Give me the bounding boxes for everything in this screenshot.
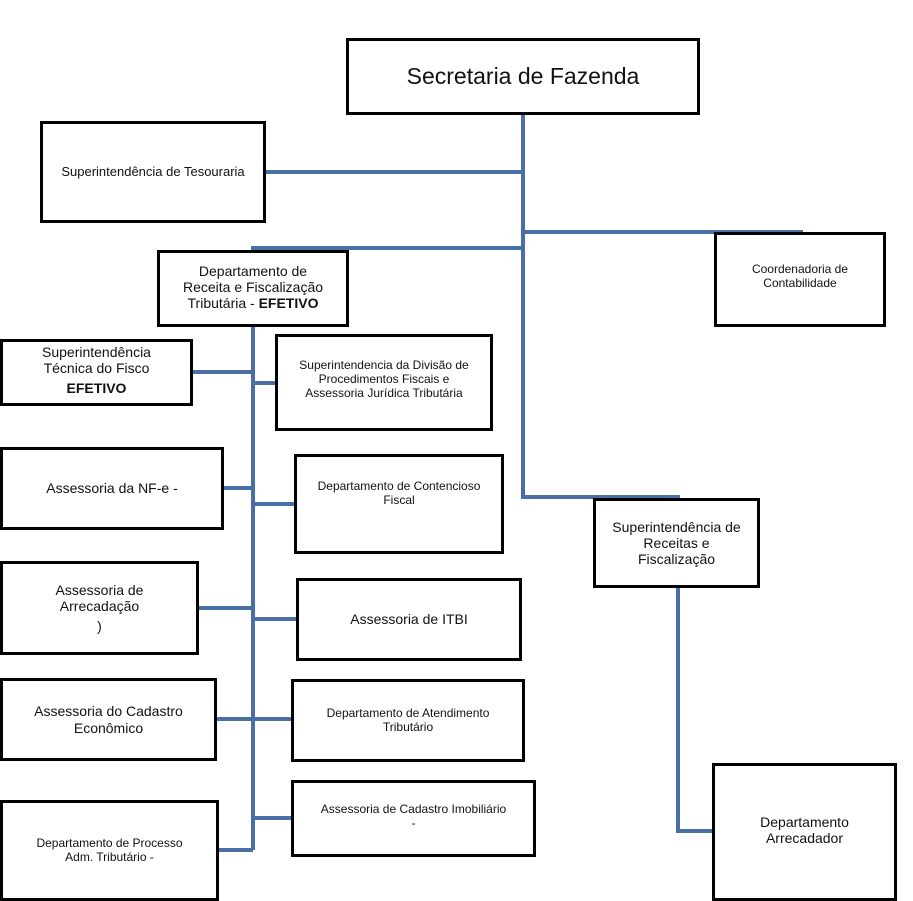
node-label-line2: Receita e Fiscalização <box>182 279 324 296</box>
node-label-line2: Fiscal <box>383 492 415 507</box>
node-label-line1: Departamento <box>760 814 849 830</box>
node-label-line2: Tributário <box>382 719 434 734</box>
node-label-line1: Departamento de Contencioso <box>317 479 481 493</box>
node-label-line1: Coordenadoria de <box>751 262 849 276</box>
node-label: Superintendência de Tesouraria <box>61 163 245 179</box>
node-label-text: Tributária - <box>187 295 259 312</box>
node-label-line2: Procedimentos Fiscais e <box>318 371 450 386</box>
node-label-line2: Contabilidade <box>763 275 837 290</box>
node-label-line1: Assessoria do Cadastro <box>34 703 183 720</box>
node-assessoria-nfe: Assessoria da NF-e - <box>0 447 224 530</box>
node-label-line2: Econômico <box>73 719 144 736</box>
node-departamento-contencioso: Departamento de Contencioso Fiscal <box>294 454 504 554</box>
node-label-line1: Departamento de Processo <box>36 835 183 850</box>
node-superintendencia-tesouraria: Superintendência de Tesouraria <box>40 121 266 223</box>
node-label-line3: ) <box>97 618 102 635</box>
node-departamento-atendimento: Departamento de Atendimento Tributário <box>291 679 525 762</box>
node-departamento-processo-adm: Departamento de Processo Adm. Tributário… <box>0 800 219 901</box>
node-label-line3: Assessoria Jurídica Tributária <box>305 385 463 400</box>
node-coordenadoria-contabilidade: Coordenadoria de Contabilidade <box>714 232 886 327</box>
efetivo-label: EFETIVO <box>258 295 319 312</box>
node-superintendencia-receitas-fiscalizacao: Superintendência de Receitas e Fiscaliza… <box>593 498 760 588</box>
node-label-line1: Departamento de Atendimento <box>326 705 490 720</box>
efetivo-label: EFETIVO <box>66 380 127 397</box>
node-label-line1: Superintendencia da Divisão de <box>299 358 469 372</box>
node-label-line1: Superintendência de <box>612 518 741 535</box>
node-secretaria-de-fazenda: Secretaria de Fazenda <box>346 38 700 115</box>
node-label-line2: Arrecadação <box>59 597 140 614</box>
node-superintendencia-tecnica-fisco: Superintendência Técnica do Fisco EFETIV… <box>0 339 193 406</box>
node-assessoria-itbi: Assessoria de ITBI <box>296 578 522 661</box>
node-assessoria-arrecadacao: Assessoria de Arrecadação ) <box>0 561 199 655</box>
node-label: Assessoria da NF-e - <box>46 480 178 497</box>
node-label: Assessoria de ITBI <box>350 611 468 628</box>
node-departamento-arrecadador: Departamento Arrecadador <box>712 763 897 901</box>
connector-arrecadador <box>676 585 714 833</box>
node-label-line1: Assessoria de Cadastro Imobiliário <box>320 802 507 816</box>
node-label-line2: Receitas e <box>643 534 710 551</box>
node-label-line2: Arrecadador <box>765 830 844 847</box>
node-departamento-receita-fiscalizacao: Departamento de Receita e Fiscalização T… <box>157 250 349 327</box>
node-label-line1: Assessoria de <box>55 581 144 598</box>
node-assessoria-cadastro-economico: Assessoria do Cadastro Econômico <box>0 678 217 761</box>
node-label-line2: Técnica do Fisco <box>43 360 150 377</box>
node-label-line3: Tributária - EFETIVO <box>188 295 319 311</box>
connector-main-trunk <box>521 114 680 500</box>
node-label-line1: Superintendência <box>42 344 151 360</box>
node-label-line2: Adm. Tributário - <box>65 849 154 864</box>
node-assessoria-cadastro-imobiliario: Assessoria de Cadastro Imobiliário - <box>291 780 536 857</box>
node-label: Secretaria de Fazenda <box>406 63 640 90</box>
node-label-line3: Fiscalização <box>637 551 716 568</box>
node-superintendencia-divisao-procedimentos: Superintendencia da Divisão de Procedime… <box>275 334 493 431</box>
node-label-line1: Departamento de <box>198 263 308 279</box>
node-label-line2: - <box>411 815 416 830</box>
